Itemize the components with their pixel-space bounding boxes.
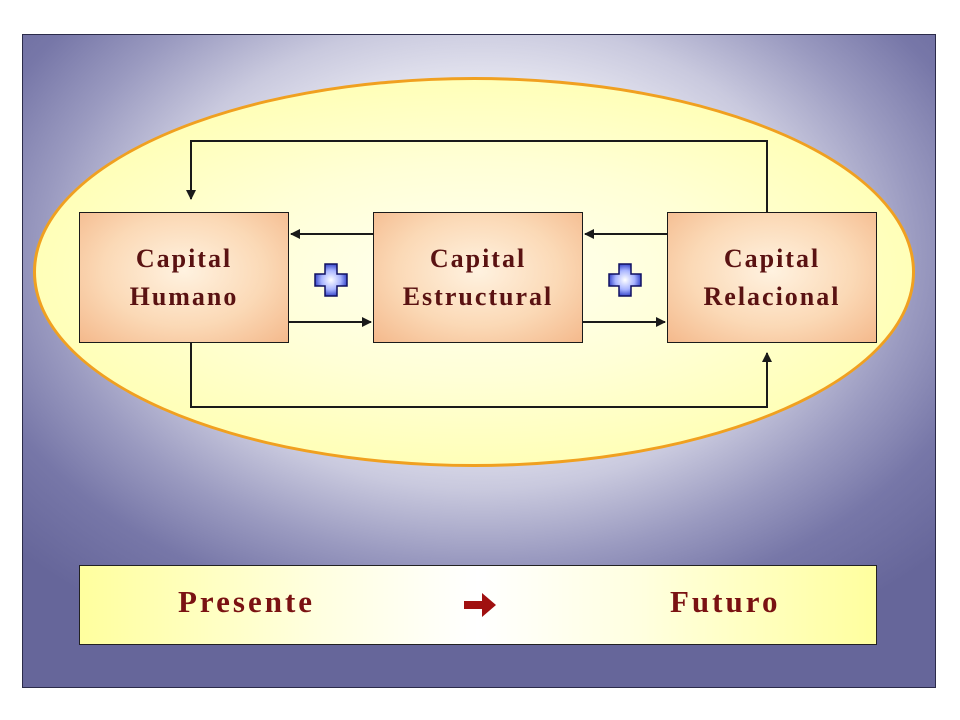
arrow-humano-to-relacional-bottom <box>190 343 772 408</box>
box-label-line1: Capital <box>429 243 527 273</box>
connector-arrows <box>186 140 772 408</box>
box-capital-humano: Capital Humano <box>79 212 289 343</box>
box-label-line2: Humano <box>129 281 239 311</box>
right-arrow-icon <box>464 593 496 617</box>
arrow-relacional-to-humano-top <box>186 140 768 212</box>
box-label-line1: Capital <box>723 243 821 273</box>
plus-icon <box>314 263 348 297</box>
plus-icon <box>608 263 642 297</box>
timeline-start-label: Presente <box>178 584 316 619</box>
timeline-bar: Presente Futuro <box>79 565 877 645</box>
box-label-line2: Relacional <box>703 281 841 311</box>
box-capital-estructural: Capital Estructural <box>373 212 583 343</box>
box-capital-relacional: Capital Relacional <box>667 212 877 343</box>
timeline-end-label: Futuro <box>670 584 781 619</box>
slide: Capital Humano Capital Estructural Capit… <box>22 34 936 688</box>
box-label-line2: Estructural <box>402 281 554 311</box>
box-label-line1: Capital <box>135 243 233 273</box>
